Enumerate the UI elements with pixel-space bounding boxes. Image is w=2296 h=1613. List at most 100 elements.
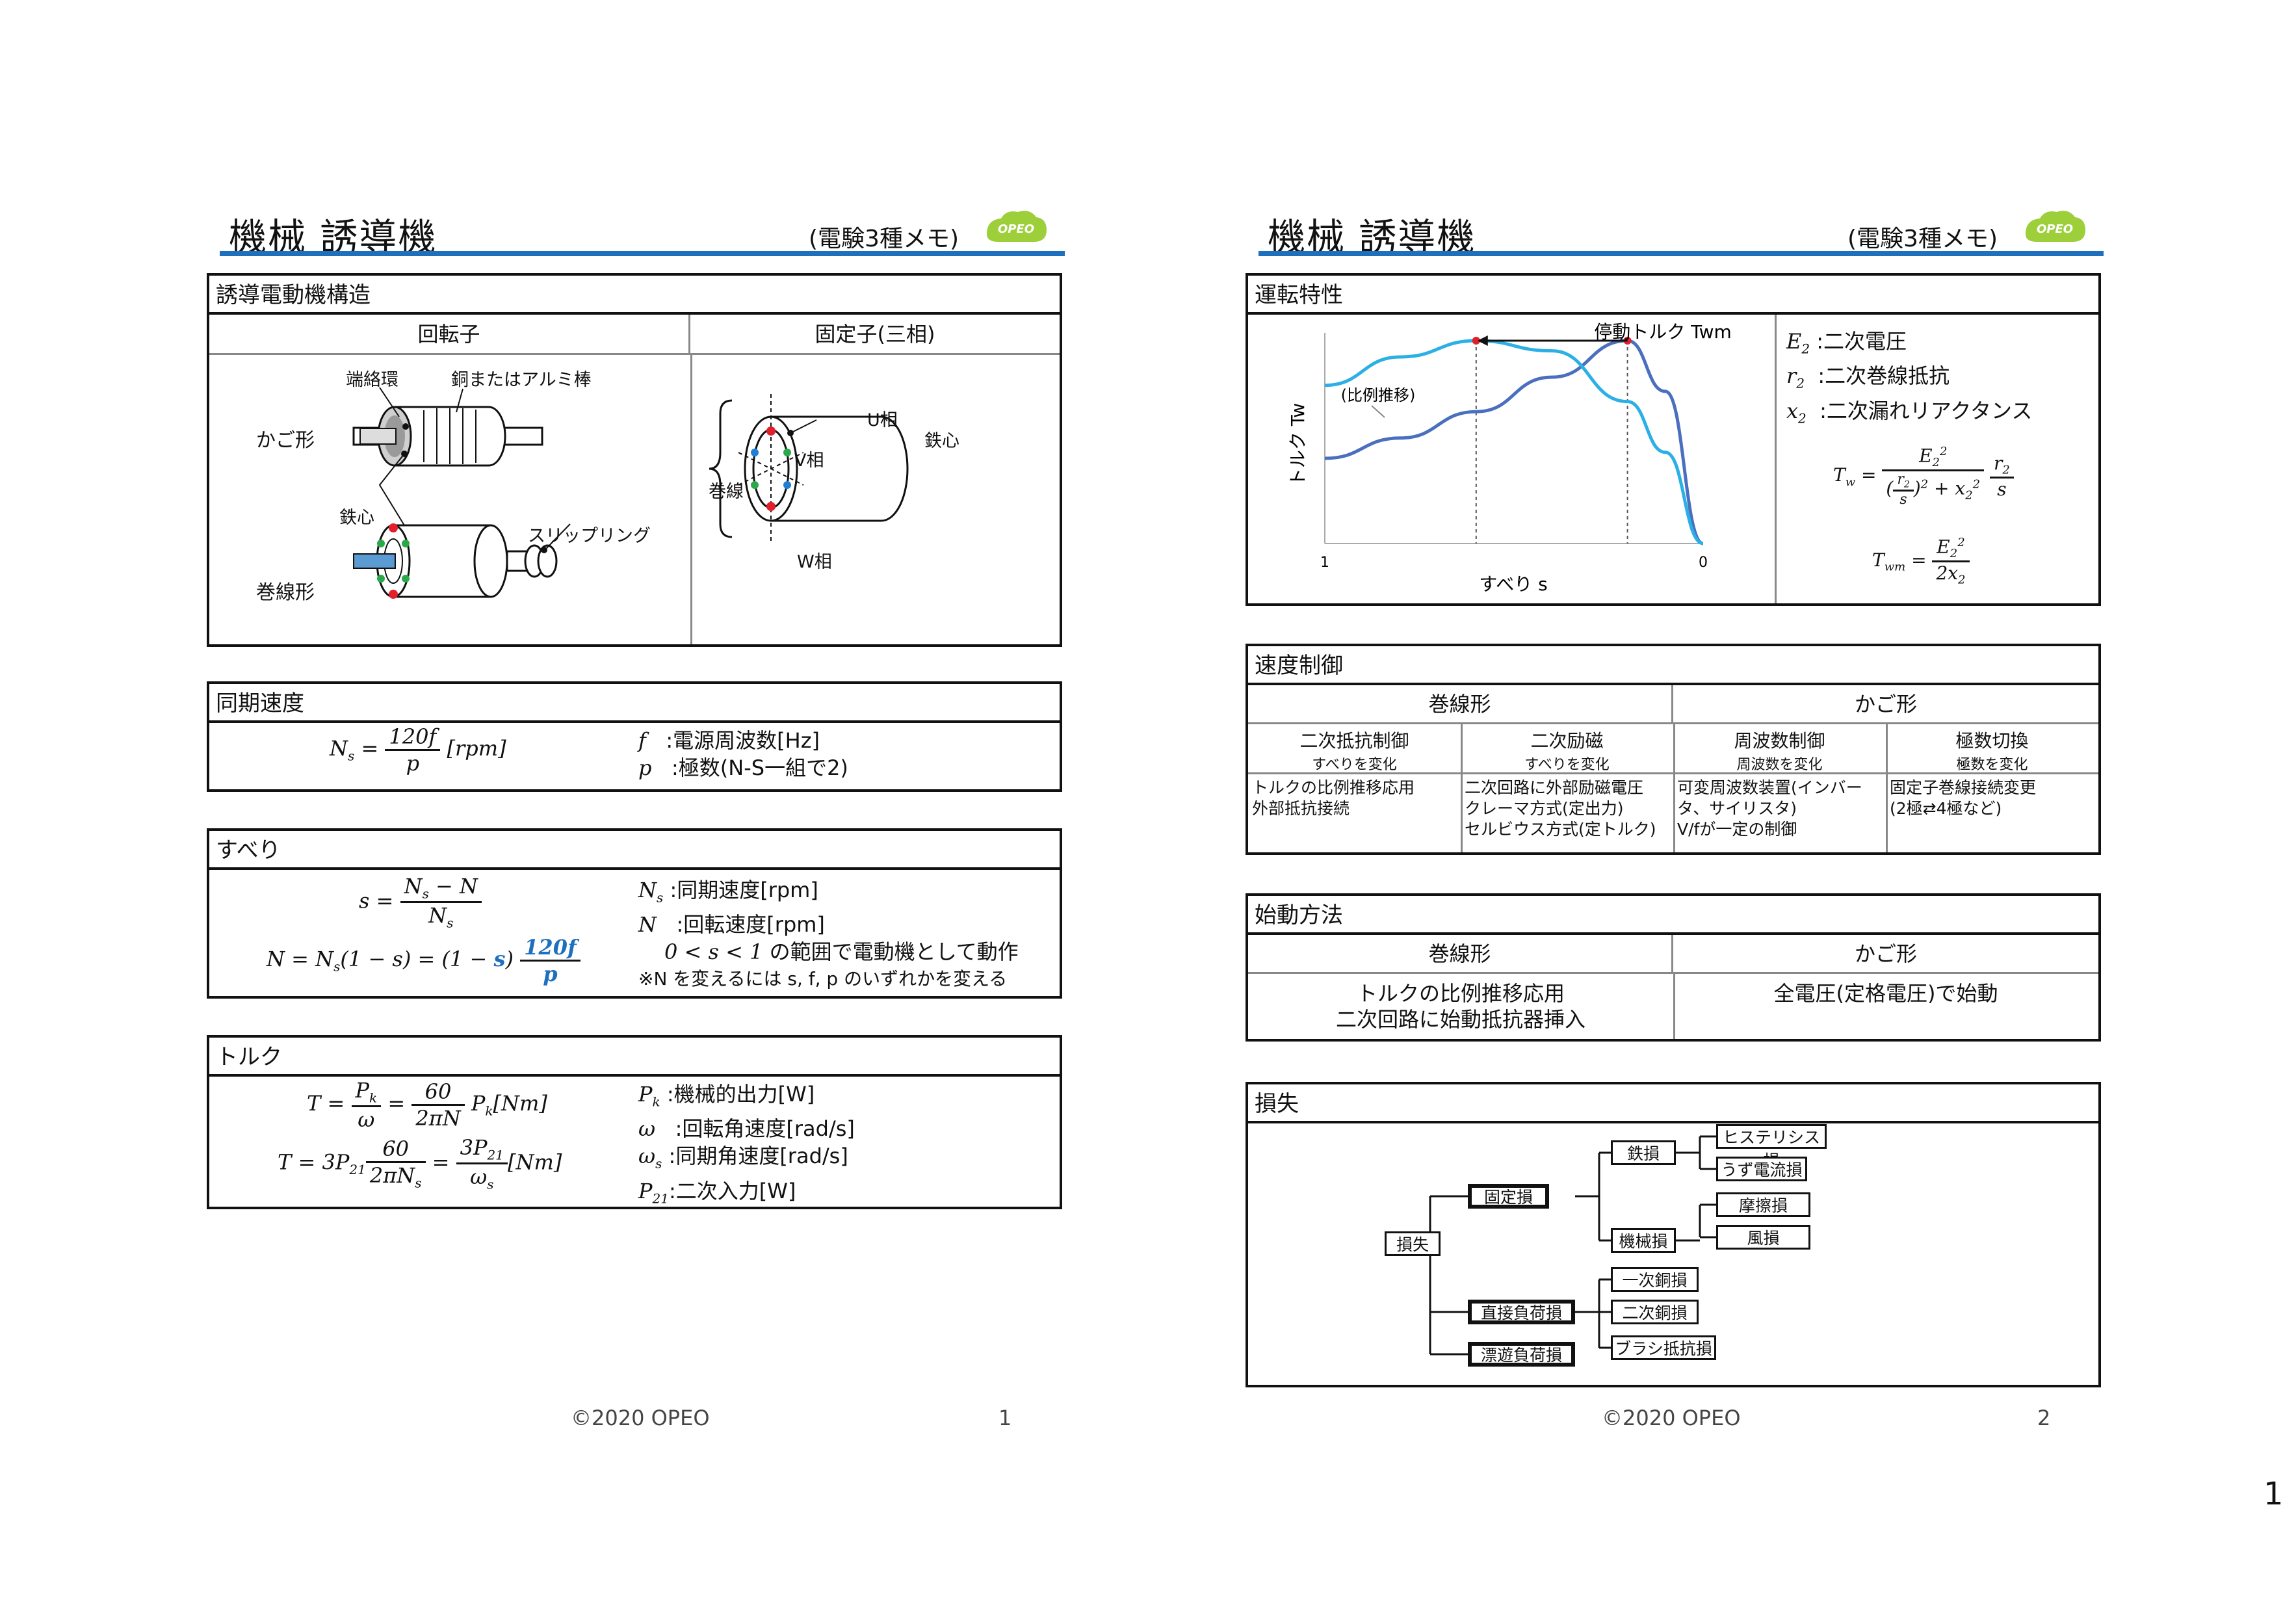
- label-slip-ring: スリップリング: [528, 526, 651, 546]
- loss-primary-copper: 一次銅損: [1611, 1267, 1699, 1292]
- section-losses: 損失: [1246, 1082, 2101, 1387]
- method-name: 二次抵抗制御: [1299, 730, 1409, 752]
- method-name: 二次励磁: [1530, 730, 1604, 752]
- section-speed-control: 速度制御 巻線形 かご形 二次抵抗制御 すべりを変化 二次励磁 すべりを変化 周…: [1246, 644, 2101, 855]
- method-sub: すべりを変化: [1312, 757, 1397, 773]
- e2-desc: :二次電圧: [1816, 329, 1907, 354]
- method-sub: すべりを変化: [1524, 757, 1610, 773]
- method-sub: 周波数を変化: [1736, 757, 1823, 773]
- loss-iron: 鉄損: [1611, 1140, 1676, 1165]
- label-bar: 銅またはアルミ棒: [451, 370, 592, 390]
- slip-note: ※N を変えるには s, f, p のいずれかを変える: [638, 968, 1008, 990]
- start-wound-text: トルクの比例推移応用二次回路に始動抵抗器挿入: [1335, 981, 1585, 1032]
- speed-col-1: 二次励磁 すべりを変化: [1461, 727, 1673, 774]
- loss-hysteresis: ヒステリシス損: [1716, 1124, 1827, 1170]
- speed-desc-3: 固定子巻線接続変更(2極⇄4極など): [1890, 778, 2037, 818]
- method-name: 周波数制御: [1734, 730, 1825, 752]
- footer-copyright: ©2020 OPEO: [571, 1406, 710, 1430]
- group-cage: かご形: [1673, 685, 2098, 724]
- speed-col-0: 二次抵抗制御 すべりを変化: [1248, 727, 1461, 774]
- ns-desc: :同期速度[rpm]: [670, 878, 818, 902]
- opeo-logo: OPEO: [987, 211, 1047, 242]
- f-desc: :電源周波数[Hz]: [666, 728, 820, 753]
- loss-windage: 風損: [1716, 1225, 1810, 1250]
- loss-stray-load: 漂遊負荷損: [1468, 1342, 1575, 1367]
- footer-copyright: ©2020 OPEO: [1602, 1406, 1741, 1430]
- sheet-number: 1: [2263, 1476, 2284, 1512]
- slip-defs: Ns :同期速度[rpm] N :回転速度[rpm] 0 < s < 1 の範囲…: [638, 876, 1019, 993]
- logo-text: OPEO: [998, 222, 1034, 236]
- label-core: 鉄心: [339, 508, 374, 528]
- label-u: U相: [867, 410, 898, 430]
- proportional-label: (比例推移): [1341, 386, 1416, 404]
- pk-desc: :機械的出力[W]: [666, 1082, 815, 1107]
- p-desc: :極数(N-S一組で2): [672, 755, 848, 780]
- method-sub: 極数を変化: [1956, 757, 2028, 773]
- x-tick-left: 1: [1320, 555, 1329, 571]
- col-stator: 固定子(三相): [690, 315, 1060, 355]
- page-subtitle: (電験3種メモ): [1847, 226, 1998, 252]
- section-structure: 誘導電動機構造 回転子 固定子(三相): [207, 273, 1062, 647]
- page-2: 機械 誘導機 (電験3種メモ) OPEO 運転特性 1 0 すべり s トルク …: [1246, 195, 2104, 1443]
- title-rule: [220, 251, 1065, 256]
- torque-slip-chart: 1 0 すべり s トルク Tw 停動トルク Twm (比例推移): [1287, 321, 1732, 595]
- loss-secondary-copper: 二次銅損: [1611, 1300, 1699, 1324]
- shift-arrow-head: [1477, 335, 1488, 346]
- group-wound: 巻線形: [1248, 685, 1673, 724]
- x-axis-label: すべり s: [1479, 573, 1548, 595]
- stall-torque-label: 停動トルク Twm: [1594, 321, 1732, 343]
- footer-page-number: 1: [998, 1406, 1012, 1430]
- x-tick-right: 0: [1699, 555, 1708, 571]
- opeo-logo: OPEO: [2026, 211, 2085, 242]
- label-end-ring: 端絡環: [346, 370, 398, 390]
- torque-curve-1: [1324, 339, 1704, 545]
- section-start-method: 始動方法 巻線形 かご形 トルクの比例推移応用二次回路に始動抵抗器挿入 全電圧(…: [1246, 893, 2101, 1042]
- start-col-wound: 巻線形: [1248, 935, 1673, 974]
- r2-desc: :二次巻線抵抗: [1818, 363, 1950, 389]
- speed-col-2: 周波数制御 周波数を変化: [1673, 727, 1886, 774]
- speed-col-3: 極数切換 極数を変化: [1886, 727, 2098, 774]
- loss-root: 損失: [1385, 1231, 1441, 1256]
- label-w: W相: [797, 552, 832, 572]
- method-name: 極数切換: [1955, 730, 2029, 752]
- loss-eddy: うず電流損: [1716, 1157, 1807, 1181]
- speed-desc-2: 可変周波数装置(インバータ、サイリスタ)V/fが一定の制御: [1677, 778, 1862, 839]
- label-cage: かご形: [256, 429, 315, 452]
- torque-curve-2: [1324, 339, 1704, 545]
- peak-marker-1: [1623, 337, 1632, 345]
- page-subtitle: (電験3種メモ): [809, 226, 959, 252]
- label-v: V相: [794, 451, 824, 471]
- footer-page-number: 2: [2037, 1406, 2051, 1430]
- section-heading: 始動方法: [1248, 896, 2098, 935]
- speed-desc-0: トルクの比例推移応用外部抵抗接続: [1252, 778, 1415, 818]
- section-operation: 運転特性 1 0 すべり s トルク Tw 停動トルク Twm (比例推移) E…: [1246, 273, 2101, 606]
- start-col-cage: かご形: [1673, 935, 2098, 974]
- rotor-diagram: [352, 387, 571, 599]
- label-winding: 巻線: [709, 482, 744, 502]
- loss-brush: ブラシ抵抗損: [1611, 1335, 1716, 1360]
- loss-tree-lines: [1403, 1135, 1716, 1356]
- omega-desc: :回転角速度[rad/s]: [675, 1116, 855, 1142]
- section-heading: すべり: [209, 831, 1060, 870]
- section-heading: 損失: [1248, 1084, 2098, 1123]
- loss-friction: 摩擦損: [1716, 1192, 1810, 1217]
- p21-desc: :二次入力[W]: [668, 1178, 796, 1203]
- section-heading: 同期速度: [209, 684, 1060, 723]
- section-heading: トルク: [209, 1038, 1060, 1077]
- peak-marker-2: [1472, 337, 1480, 345]
- col-rotor: 回転子: [209, 315, 690, 355]
- loss-mechanical: 機械損: [1611, 1228, 1676, 1253]
- speed-desc-1: 二次回路に外部励磁電圧クレーマ方式(定出力)セルビウス方式(定トルク): [1465, 778, 1656, 839]
- section-heading: 速度制御: [1248, 646, 2098, 685]
- logo-text: OPEO: [2037, 222, 2073, 236]
- page-1: 機械 誘導機 (電験3種メモ) OPEO 誘導電動機構造 回転子 固定子(三相): [207, 195, 1065, 1443]
- section-heading: 運転特性: [1248, 276, 2098, 315]
